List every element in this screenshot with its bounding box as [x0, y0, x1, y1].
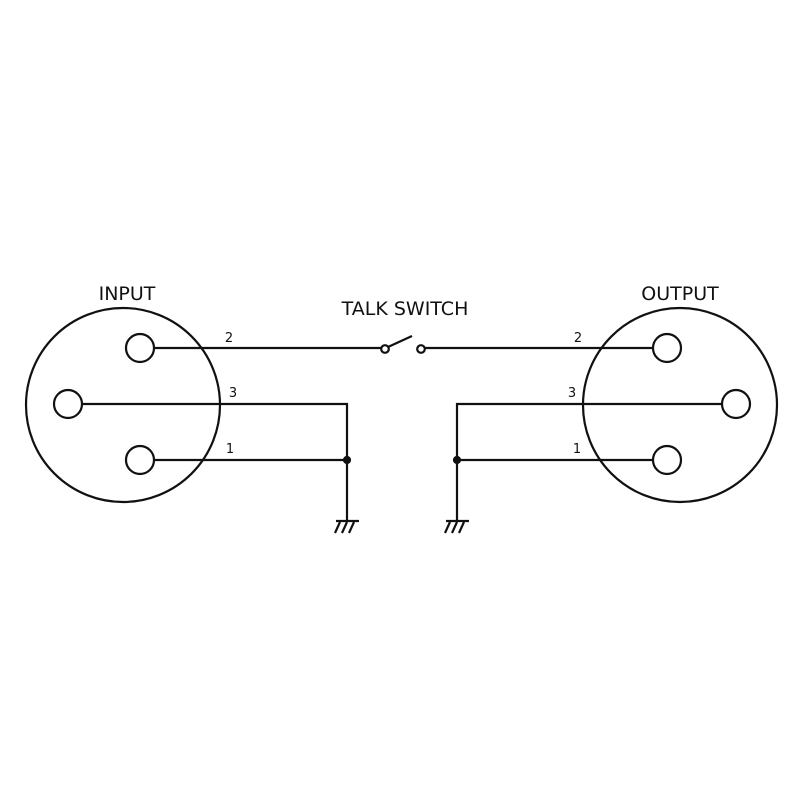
- switch-lever: [387, 335, 413, 348]
- output-ground-icon: [443, 519, 469, 534]
- talk-switch-label: TALK SWITCH: [341, 298, 469, 320]
- input-pin-1: [124, 444, 156, 476]
- input-pin-3: [52, 388, 84, 420]
- output-pin-3: [720, 388, 752, 420]
- output-wire-pin-3: [455, 402, 722, 520]
- input-pin-3-label: 3: [229, 386, 237, 401]
- input-label: INPUT: [99, 283, 156, 305]
- talk-switch-icon[interactable]: [380, 335, 426, 354]
- input-pin-2: [124, 332, 156, 364]
- input-pin-2-label: 2: [225, 331, 233, 346]
- output-pin-2-label: 2: [574, 331, 582, 346]
- input-connector: [24, 306, 222, 504]
- switch-contact-right: [416, 344, 426, 354]
- output-pin-3-label: 3: [568, 386, 576, 401]
- output-junction-dot: [452, 455, 462, 465]
- input-wire-pin-3: [82, 402, 349, 520]
- output-pin-2: [651, 332, 683, 364]
- output-connector: [581, 306, 779, 504]
- output-pin-1: [651, 444, 683, 476]
- input-pin-1-label: 1: [226, 442, 234, 457]
- output-connector-body: [581, 306, 779, 504]
- switch-contact-left: [380, 344, 390, 354]
- output-pin-1-label: 1: [573, 442, 581, 457]
- input-ground-icon: [333, 519, 359, 534]
- input-junction-dot: [342, 455, 352, 465]
- output-label: OUTPUT: [641, 283, 719, 305]
